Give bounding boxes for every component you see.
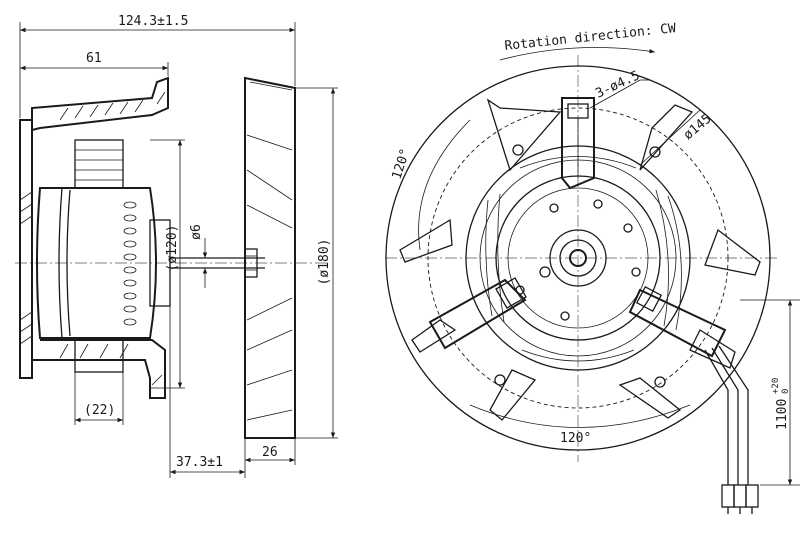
blade-arcs [485,156,682,362]
hub-center [549,229,607,287]
outer-housing-circle [385,65,771,451]
dim-shaft-position: 37.3±1 [176,455,223,470]
connector-2 [733,484,747,508]
shaft-outer [559,239,597,277]
shaft-center [569,249,587,267]
angle-bottom-label: 120° [560,431,591,446]
dim-shaft-diameter: ø6 [189,224,204,240]
shaft [170,248,265,278]
lead-wires [704,345,759,514]
connector-3 [745,484,759,508]
impeller-blades [399,98,761,421]
mounting-bracket [19,76,169,399]
dim-hub-width: (22) [84,403,115,418]
dim-motor-diameter: (ø120) [165,225,180,272]
connector-1 [721,484,735,508]
front-view: Rotation direction: CW 3-ø4.5 ø145 120° … [385,21,800,514]
lead-tol-lower: 0 [781,389,791,394]
side-view: 124.3±1.5 61 (ø120) ø6 (ø180) (22) [15,14,338,478]
mounting-lug-top [561,97,595,190]
dim-overall-length: 124.3±1.5 [118,14,188,29]
mounting-circle [427,107,729,409]
screw-holes [494,144,666,388]
motor-body [36,139,171,373]
mounting-lug-left [428,277,527,350]
hub-ring [507,187,649,329]
lead-length-label: 1100 [775,399,790,430]
dim-impeller-width: 26 [262,445,278,460]
mounting-holes-label: 3-ø4.5 [593,68,642,101]
dim-impeller-diameter: (ø180) [317,239,332,286]
side-dimensions: 124.3±1.5 61 (ø120) ø6 (ø180) (22) [19,14,338,478]
dim-bracket-length: 61 [86,51,102,66]
mounting-lug-right [628,285,727,358]
lead-tol-upper: +20 [771,378,781,394]
circle-diameter-label: ø145 [681,111,715,143]
rotation-label: Rotation direction: CW [504,21,677,54]
